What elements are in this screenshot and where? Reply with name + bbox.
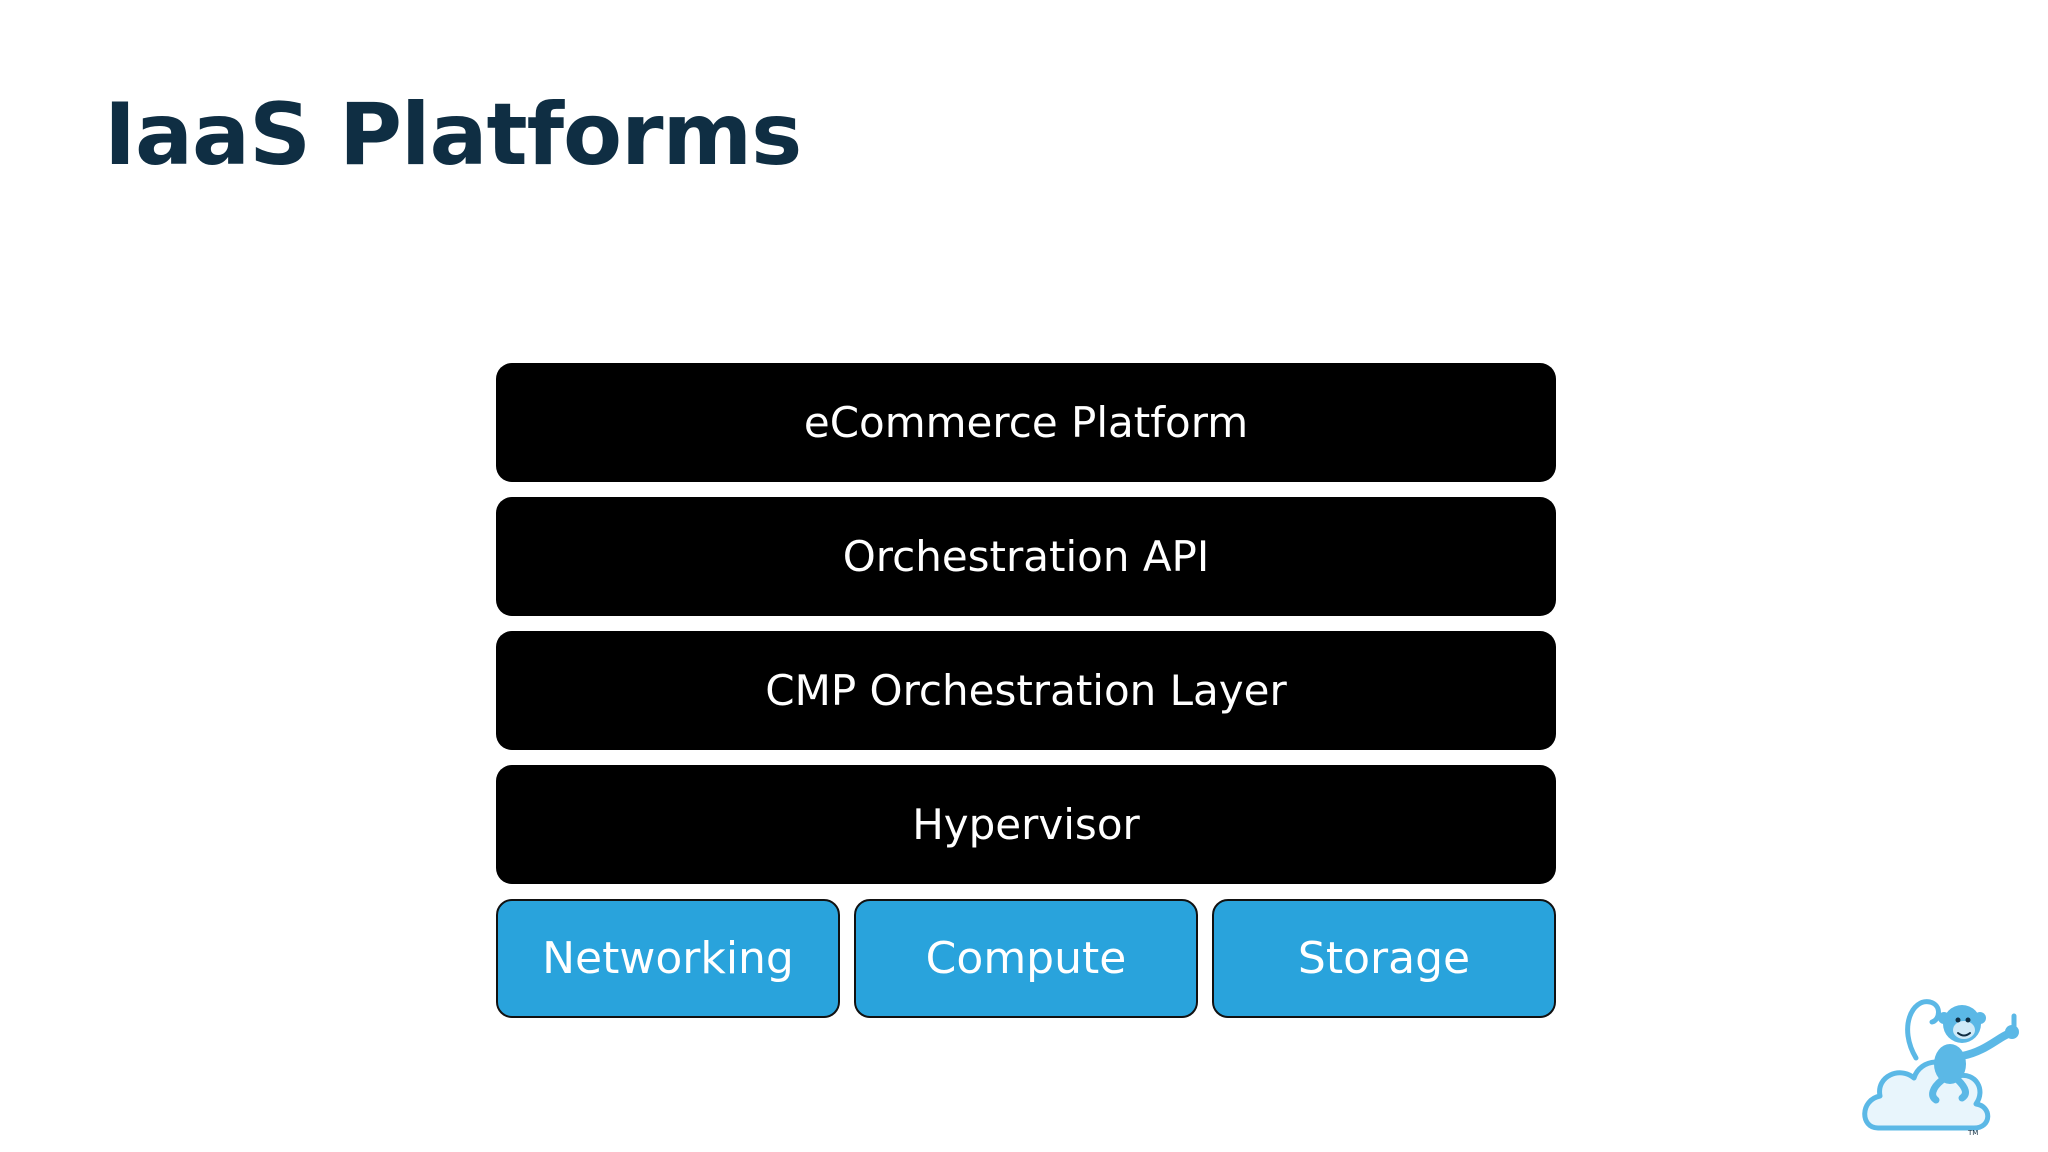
resource-row: Networking Compute Storage (496, 899, 1556, 1018)
layer-cmp-orchestration: CMP Orchestration Layer (496, 631, 1556, 750)
layer-label: Orchestration API (842, 532, 1210, 581)
layer-ecommerce-platform: eCommerce Platform (496, 363, 1556, 482)
resource-compute: Compute (854, 899, 1198, 1018)
trademark-mark: TM (1967, 1129, 1978, 1137)
resource-label: Storage (1297, 933, 1471, 984)
resource-networking: Networking (496, 899, 840, 1018)
layer-label: Hypervisor (912, 800, 1140, 849)
monkey-on-cloud-icon: TM (1862, 999, 2019, 1137)
layer-label: CMP Orchestration Layer (765, 666, 1287, 715)
platform-stack-diagram: eCommerce Platform Orchestration API CMP… (496, 363, 1556, 1018)
resource-storage: Storage (1212, 899, 1556, 1018)
layer-label: eCommerce Platform (803, 398, 1249, 447)
layer-hypervisor: Hypervisor (496, 765, 1556, 884)
resource-label: Networking (542, 933, 794, 984)
slide-title: IaaS Platforms (104, 85, 802, 185)
resource-label: Compute (925, 933, 1127, 984)
layer-orchestration-api: Orchestration API (496, 497, 1556, 616)
